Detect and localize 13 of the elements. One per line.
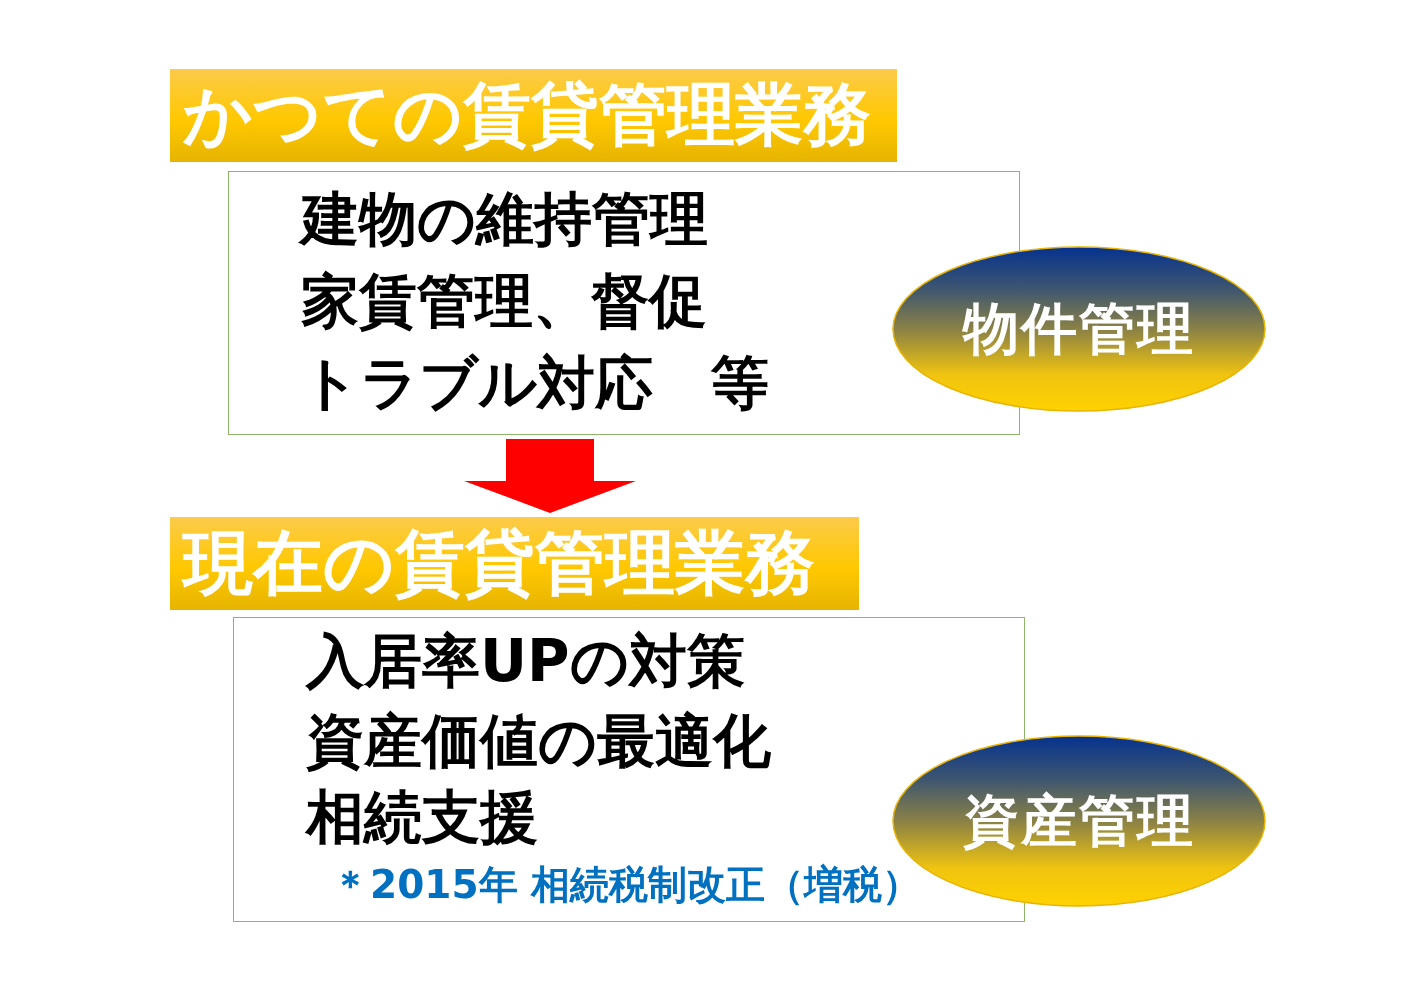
category-ellipse	[892, 246, 1266, 412]
ellipse-label: 物件管理	[963, 295, 1195, 363]
list-item: 入居率UPの対策	[306, 625, 745, 697]
list-item: 資産価値の最適化	[306, 705, 771, 777]
heading-banner: 現在の賃貸管理業務	[170, 517, 859, 610]
footnote: ＊2015年 相続税制改正（増税）	[331, 860, 922, 909]
list-item: 家賃管理、督促	[301, 265, 707, 337]
arrow	[464, 439, 636, 513]
list-item: 相続支援	[306, 781, 538, 853]
ellipse-label: 資産管理	[963, 787, 1195, 855]
heading-banner: かつての賃貸管理業務	[170, 69, 897, 162]
content-box	[228, 171, 1020, 435]
list-item: トラブル対応 等	[301, 347, 769, 419]
